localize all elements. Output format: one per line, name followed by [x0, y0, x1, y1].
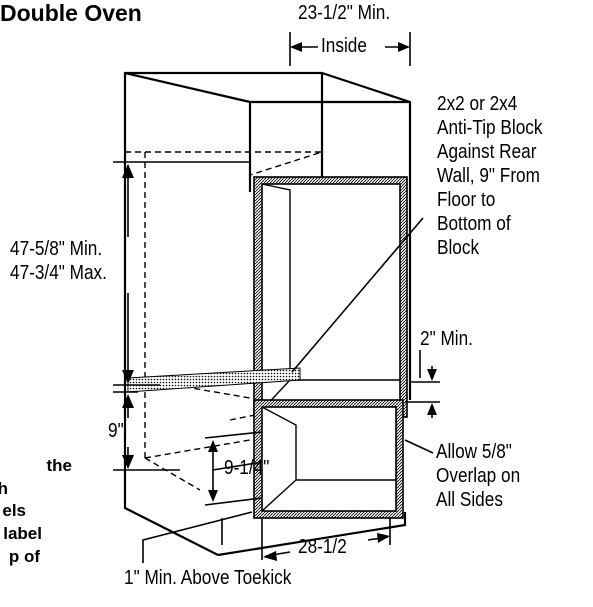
height-min-label: 47-5/8" Min. [10, 238, 103, 260]
side-text-5: p of [8, 547, 40, 566]
anti-tip-line-6: Bottom of [437, 213, 511, 235]
overlap-line-2: Overlap on [436, 465, 521, 487]
overlap-line-1: Allow 5/8" [436, 441, 512, 463]
lower-oven-frame [253, 399, 404, 519]
hidden-lines [125, 151, 323, 491]
anti-tip-line-1: 2x2 or 2x4 [437, 93, 518, 115]
anti-tip-line-5: Floor to [437, 189, 496, 211]
arrow-two-top [427, 369, 437, 381]
side-text-3: els [2, 501, 26, 520]
arrow-nine-top [122, 394, 134, 408]
nine-quarter-ext-top [204, 431, 263, 439]
anti-tip-block [127, 367, 301, 393]
arrow-inside-left [290, 42, 302, 52]
arrow-two-bottom [427, 403, 437, 415]
nine-quarter-leader [212, 461, 263, 471]
arrow-ninequarter-bottom [208, 490, 218, 502]
side-text-2: h [0, 479, 8, 498]
side-text-4: label [3, 524, 42, 543]
nine-quarter-label: 9-1/4" [224, 457, 270, 479]
upper-oven-frame [253, 176, 408, 418]
toekick-leader [142, 511, 253, 563]
side-text-1: the [46, 456, 73, 475]
toekick-label: 1" Min. Above Toekick [124, 567, 292, 589]
cabinet-top [123, 71, 412, 104]
inside-word-label: Inside [321, 35, 367, 57]
arrow-inside-right [398, 42, 410, 52]
height-max-label: 47-3/4" Max. [10, 262, 107, 284]
arrow-nine-bottom [122, 455, 134, 469]
overlap-leader [404, 439, 434, 454]
arrow-ninequarter-top [208, 440, 218, 452]
anti-tip-line-2: Anti-Tip Block [437, 117, 543, 139]
cabinet-left-side [123, 73, 219, 556]
arrow-twentyeight-right [377, 533, 390, 543]
arrow-height-top [122, 164, 134, 178]
anti-tip-line-4: Wall, 9" From [437, 165, 540, 187]
anti-tip-line-7: Block [437, 237, 480, 259]
arrow-twentyeight-left [263, 551, 277, 561]
inside-width-label: 23-1/2" Min. [298, 2, 391, 24]
overlap-line-3: All Sides [436, 489, 503, 511]
twenty-eight-label: 28-1/2 [298, 536, 347, 558]
arrow-height-bottom [122, 370, 134, 384]
nine-quarter-ext-bottom [204, 497, 263, 506]
nine-inch-label: 9" [108, 420, 124, 442]
anti-tip-line-3: Against Rear [437, 141, 537, 163]
diagram-title: Double Oven [0, 0, 142, 26]
two-inch-min-label: 2" Min. [420, 328, 473, 350]
anti-tip-leader [291, 217, 424, 373]
cabinet-bottom-edge [217, 512, 407, 557]
